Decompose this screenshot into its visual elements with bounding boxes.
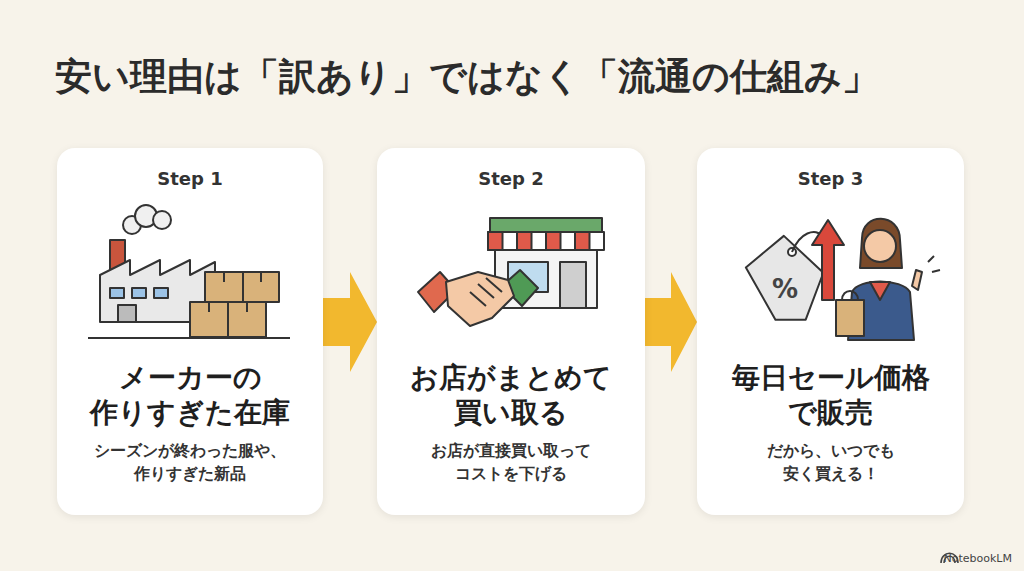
step-card: Step 2 お店がまとめて 買い取るお店が直接買い取って コストを下げる — [377, 148, 645, 515]
shop-illustration — [488, 218, 604, 308]
step-card: Step 1 メーカーの 作りすぎた在庫シーズンが終わった服や、 作りすぎた新品 — [57, 148, 323, 515]
diagram-title: 安い理由は「訳あり」ではなく「流通の仕組み」 — [55, 52, 879, 102]
step-card: Step 3 毎日セール価格 で販売だから、いつでも 安く買える！ — [697, 148, 964, 515]
factory-illustration — [88, 205, 290, 338]
step-label: Step 3 — [798, 168, 863, 190]
flow-arrow — [323, 272, 377, 372]
watermark-label: NotebookLM — [944, 552, 1012, 565]
step-heading: メーカーの 作りすぎた在庫 — [78, 360, 303, 430]
flow-arrow — [645, 272, 697, 372]
sale-illustration: % — [742, 219, 940, 340]
step-description: シーズンが終わった服や、 作りすぎた新品 — [83, 440, 298, 487]
step-description: だから、いつでも 安く買える！ — [723, 440, 938, 487]
step-description: お店が直接買い取って コストを下げる — [404, 440, 619, 487]
step-label: Step 1 — [157, 168, 222, 190]
step-heading: 毎日セール価格 で販売 — [718, 360, 943, 430]
step-heading: お店がまとめて 買い取る — [399, 360, 624, 430]
svg-text:%: % — [772, 274, 798, 304]
step-label: Step 2 — [478, 168, 543, 190]
handshake-illustration — [418, 270, 538, 326]
